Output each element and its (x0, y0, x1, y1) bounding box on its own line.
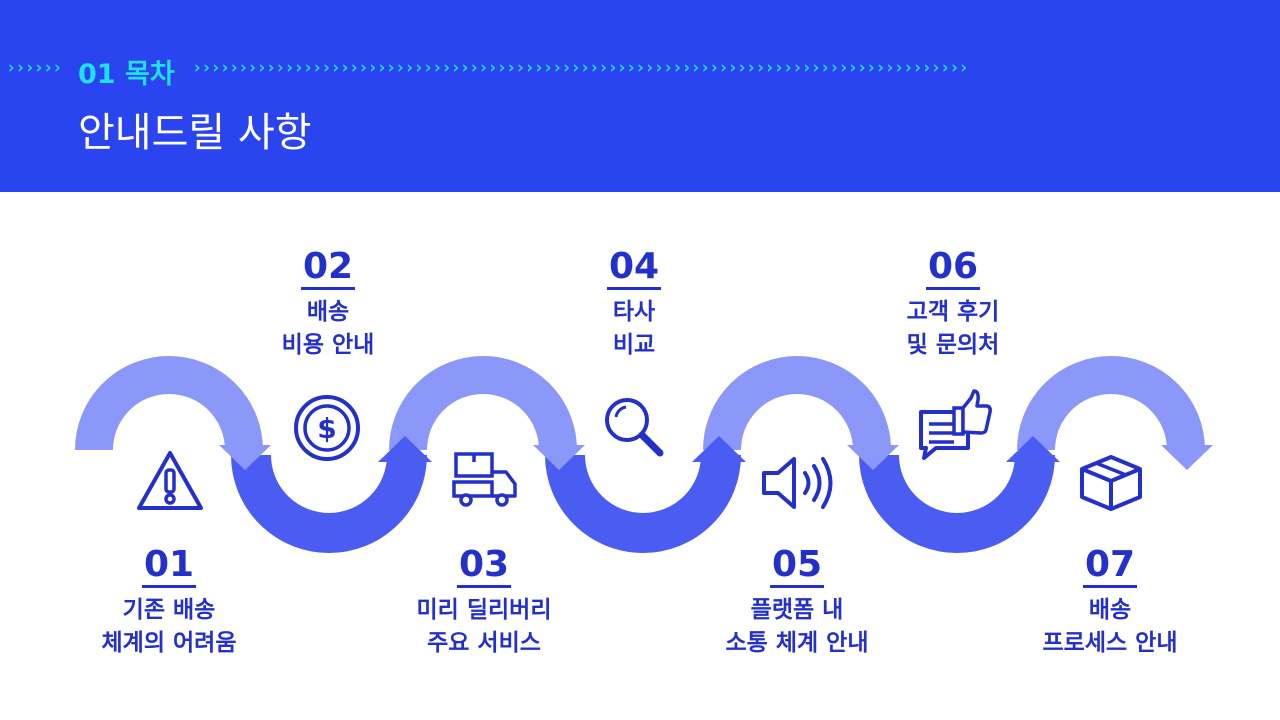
step-number: 05 (769, 545, 825, 588)
dollar-coin-icon: $ (294, 395, 360, 461)
arrowhead-6 (1006, 436, 1060, 462)
step-label-line: 미리 딜리버리 (416, 597, 552, 623)
page-title: 안내드릴 사항 (78, 110, 312, 156)
delivery-truck-icon (452, 452, 517, 507)
step-number: 04 (606, 247, 662, 290)
step-label-line: 프로세스 안내 (1042, 630, 1178, 656)
step-number: 07 (1082, 545, 1138, 588)
header-banner: ›››››› 01 목차 ›››››››››››››››››››››››››››… (0, 0, 1280, 192)
wave-arc-5 (703, 356, 891, 451)
step-number: 01 (141, 545, 197, 588)
chevron-decoration-left: ›››››› (6, 58, 62, 78)
step-label-line: 및 문의처 (906, 332, 1000, 358)
magnifier-icon (605, 398, 664, 457)
arrowhead-5 (847, 445, 899, 470)
wave-arc-7 (1017, 356, 1205, 451)
step-number: 02 (300, 247, 356, 290)
step-label-line: 배송 (306, 299, 350, 325)
step-label-line: 타사 (612, 299, 656, 325)
step-label-line: 비용 안내 (281, 332, 375, 358)
wave-arc-3 (389, 356, 577, 451)
step-label-line: 배송 (1088, 597, 1132, 623)
warning-icon (137, 451, 203, 510)
review-thumbs-up-icon (919, 389, 992, 460)
step-label-line: 고객 후기 (906, 299, 1000, 325)
arrowhead-4 (692, 436, 746, 462)
wave-arc-1 (75, 356, 263, 451)
wave-arc-6 (859, 454, 1055, 553)
step-label-line: 플랫폼 내 (750, 597, 844, 623)
wave-arrow-flow (75, 356, 1213, 553)
step-label-line: 주요 서비스 (427, 630, 541, 656)
chevron-decoration-right: ››››››››››››››››››››››››››››››››››››››››… (192, 58, 969, 78)
package-box-icon (1080, 455, 1142, 511)
step-label-line: 체계의 어려움 (101, 630, 237, 656)
speaker-icon (762, 457, 833, 509)
step-label-line: 비교 (612, 332, 656, 358)
arrowhead-3 (533, 445, 585, 470)
arrowhead-7 (1161, 445, 1213, 470)
step-label-line: 소통 체계 안내 (725, 630, 869, 656)
wave-arc-2 (231, 454, 427, 553)
arrowhead-1 (219, 445, 271, 470)
svg-text:$: $ (317, 412, 336, 445)
step-label-line: 기존 배송 (122, 597, 216, 623)
wave-arc-4 (545, 454, 741, 553)
step-number: 03 (456, 545, 512, 588)
step-number: 06 (925, 247, 981, 290)
arrowhead-2 (378, 436, 432, 462)
section-label: 01 목차 (78, 59, 175, 90)
